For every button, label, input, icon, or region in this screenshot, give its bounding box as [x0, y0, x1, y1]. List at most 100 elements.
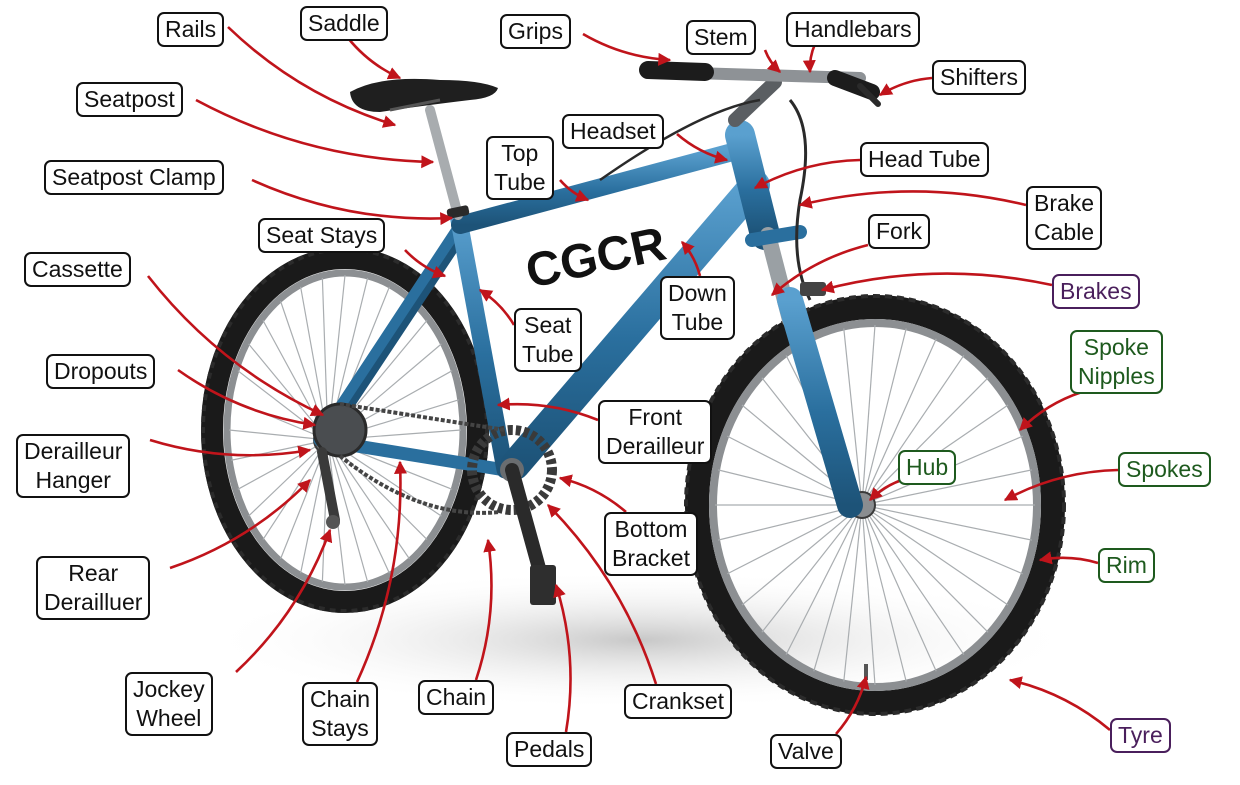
- spoke: [861, 377, 989, 506]
- chain-shape: [338, 402, 506, 515]
- fork-leg: [777, 287, 863, 518]
- label-stem: Stem: [686, 20, 756, 55]
- spoke: [761, 504, 863, 633]
- label-headset: Headset: [562, 114, 664, 149]
- rear-rim: [223, 269, 467, 591]
- label-top-tube: Top Tube: [486, 136, 554, 200]
- front-tyre: [685, 295, 1065, 715]
- rear-brake-cable: [599, 98, 761, 182]
- arrow-spokes: [1003, 468, 1119, 502]
- spoke: [861, 504, 907, 682]
- arrow-rails: [227, 26, 397, 128]
- arrow-seat-tube: [478, 288, 516, 326]
- rear-tyre: [201, 247, 489, 613]
- saddle-rails: [389, 98, 441, 112]
- label-valve: Valve: [770, 734, 842, 769]
- label-brake-cable: Brake Cable: [1026, 186, 1103, 250]
- arrow-spoke-nipples: [1019, 390, 1083, 431]
- arrow-chain-stays: [355, 460, 407, 683]
- arrow-brake-cable: [798, 190, 1027, 209]
- spoke: [861, 504, 1009, 606]
- arrow-seatpost-clamp: [251, 178, 454, 226]
- label-grips: Grips: [500, 14, 571, 49]
- saddle-shape: [350, 78, 498, 112]
- spoke: [861, 338, 937, 506]
- arrow-headset: [676, 133, 729, 164]
- arrow-crankset: [547, 504, 658, 685]
- label-seat-stays: Seat Stays: [258, 218, 386, 253]
- pedal-shape: [530, 565, 556, 605]
- label-handlebars: Handlebars: [786, 12, 920, 47]
- label-down-tube: Down Tube: [660, 276, 735, 340]
- arrow-shifters: [878, 76, 933, 97]
- spoke: [843, 504, 863, 682]
- label-seat-tube: Seat Tube: [514, 308, 582, 372]
- label-brakes: Brakes: [1052, 274, 1140, 309]
- spoke: [861, 504, 989, 633]
- top-tube-shape: [451, 141, 749, 234]
- spoke: [843, 328, 863, 506]
- spoke: [785, 504, 863, 655]
- spoke: [262, 439, 329, 540]
- arrow-rim: [1038, 551, 1099, 565]
- label-chain-stays: Chain Stays: [302, 682, 379, 746]
- seat-stays-tube-2: [334, 228, 470, 429]
- label-fork: Fork: [868, 214, 930, 249]
- front-spokes: [715, 324, 1035, 686]
- front-wheel: [684, 294, 1066, 716]
- spoke: [327, 439, 410, 560]
- arrow-seat-stays: [404, 249, 447, 279]
- seatpost-shape: [425, 105, 463, 220]
- seat-stays-tube: [319, 219, 466, 436]
- label-saddle: Saddle: [300, 6, 388, 41]
- spoke: [861, 504, 965, 656]
- spoke: [861, 354, 965, 506]
- label-cassette: Cassette: [24, 252, 131, 287]
- arrow-jockey-wheel: [235, 528, 333, 673]
- spoke: [861, 328, 907, 506]
- label-spokes: Spokes: [1118, 452, 1211, 487]
- frame-logo: CGCR: [521, 218, 670, 299]
- down-tube-shape: [500, 170, 770, 480]
- label-tyre: Tyre: [1110, 718, 1171, 753]
- arrow-stem: [763, 49, 781, 73]
- rear-derailleur-shape: [317, 447, 340, 525]
- arrow-derailleur-hanger: [149, 438, 312, 459]
- spoke: [237, 439, 329, 490]
- spoke: [861, 504, 1024, 575]
- arrow-bottom-bracket: [558, 474, 627, 513]
- arrow-grips: [582, 32, 672, 66]
- spoke: [327, 439, 390, 574]
- arrow-chain: [474, 538, 497, 681]
- label-shifters: Shifters: [932, 60, 1026, 95]
- label-dropouts: Dropouts: [46, 354, 156, 389]
- spoke: [861, 504, 1033, 541]
- spoke: [327, 439, 369, 583]
- spoke: [861, 504, 876, 686]
- shifter-lever: [857, 83, 881, 107]
- front-rim: [709, 319, 1041, 691]
- arrow-top-tube: [559, 179, 590, 202]
- label-chain: Chain: [418, 680, 495, 715]
- arrow-seatpost: [195, 98, 435, 169]
- arrow-head-tube: [753, 158, 861, 190]
- spoke: [248, 439, 329, 517]
- arrow-front-derailleur: [496, 397, 599, 422]
- head-tube-shape: [725, 120, 780, 250]
- arrow-brakes: [820, 272, 1053, 294]
- spoke: [813, 504, 863, 672]
- arrow-down-tube: [681, 241, 702, 277]
- spoke: [861, 504, 937, 672]
- label-pedals: Pedals: [506, 732, 593, 767]
- label-seatpost-clamp: Seatpost Clamp: [44, 160, 224, 195]
- spoke: [717, 504, 863, 541]
- label-spoke-nipples: Spoke Nipples: [1070, 330, 1163, 394]
- label-bottom-bracket: Bottom Bracket: [604, 512, 698, 576]
- arrow-cassette: [146, 275, 325, 417]
- label-hub: Hub: [898, 450, 957, 485]
- jockey-wheel-shape: [326, 515, 340, 529]
- fork-crown: [745, 225, 807, 247]
- spoke: [231, 439, 329, 461]
- front-brake-shape: [800, 282, 826, 296]
- spoke: [726, 504, 863, 575]
